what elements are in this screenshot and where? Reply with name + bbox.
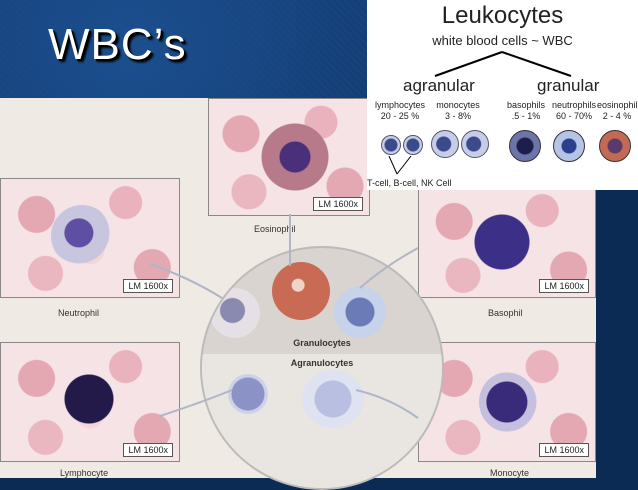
- agranular-label: agranular: [403, 76, 475, 95]
- classification-lines: [434, 51, 572, 77]
- basophils-label: basophils .5 - 1%: [503, 100, 549, 122]
- basophil-micrograph: LM 1600x: [418, 188, 596, 298]
- monocytes-label: monocytes 3 - 8%: [433, 100, 483, 122]
- neutrophils-pct: 60 - 70%: [555, 111, 593, 121]
- eosinophils-name: eosinophils: [597, 100, 638, 110]
- right-edge-bar: [596, 190, 638, 478]
- lymphocyte-mag-label: LM 1600x: [123, 443, 173, 457]
- lymphocyte-subtypes: T-cell, B-cell, NK Cell: [367, 178, 452, 188]
- monocyte-cell: [479, 371, 541, 433]
- lymphocyte-icon: [381, 135, 401, 155]
- monocyte-micrograph: LM 1600x: [418, 342, 596, 462]
- basophil-icon: [509, 130, 541, 162]
- monocyte-icon-2: [461, 130, 489, 158]
- arrow-neutrophil: [149, 263, 223, 299]
- neutrophils-label: neutrophils 60 - 70%: [549, 100, 599, 122]
- basophil-diagram-cell: [334, 286, 386, 338]
- monocyte-caption: Monocyte: [490, 468, 530, 478]
- neutrophil-micrograph: LM 1600x: [0, 178, 180, 298]
- lymphocyte-cell: [63, 373, 115, 425]
- monocyte-icon: [431, 130, 459, 158]
- basophil-caption: Basophil: [488, 308, 523, 318]
- neutrophil-caption: Neutrophil: [58, 308, 100, 318]
- leukocytes-subtitle: white blood cells ~ WBC: [432, 33, 573, 48]
- lymphocytes-pct: 20 - 25 %: [380, 111, 420, 121]
- agranulocytes-label: Agranulocytes: [290, 358, 354, 368]
- basophils-pct: .5 - 1%: [511, 111, 541, 121]
- cell-classification-circle: Granulocytes Agranulocytes: [200, 246, 444, 490]
- leukocytes-title: Leukocytes: [441, 2, 564, 29]
- neutrophil-cell: [51, 205, 113, 267]
- lymphocyte-micrograph: LM 1600x: [0, 342, 180, 462]
- arrow-lymphocyte: [159, 389, 233, 417]
- monocyte-diagram-cell: [302, 370, 364, 428]
- eosinophil-micrograph: LM 1600x: [208, 98, 370, 216]
- lymphocytes-name: lymphocytes: [374, 100, 426, 110]
- neutrophil-icon: [553, 130, 585, 162]
- lymphocyte-icon-2: [403, 135, 423, 155]
- eosinophil-caption: Eosinophil: [254, 224, 296, 234]
- granular-label: granular: [537, 76, 600, 95]
- arrows-overlay: [149, 214, 419, 419]
- eosinophil-icon: [599, 130, 631, 162]
- neutrophil-mag-label: LM 1600x: [123, 279, 173, 293]
- lymph-note-lines: [388, 156, 412, 175]
- lymphocytes-label: lymphocytes 20 - 25 %: [373, 100, 427, 122]
- neutrophils-name: neutrophils: [551, 100, 597, 110]
- leukocytes-chart: Leukocytes white blood cells ~ WBC agran…: [367, 0, 638, 190]
- basophil-mag-label: LM 1600x: [539, 279, 589, 293]
- eosinophils-pct: 2 - 4 %: [602, 111, 632, 121]
- lymphocyte-diagram-cell: [228, 374, 268, 414]
- arrow-monocyte: [355, 389, 419, 419]
- arrow-basophil: [359, 247, 419, 289]
- slide-title: WBC’s: [48, 20, 187, 69]
- monocytes-pct: 3 - 8%: [444, 111, 471, 121]
- eosinophil-diagram-cell: [272, 262, 330, 320]
- lymphocyte-caption: Lymphocyte: [60, 468, 109, 478]
- basophils-name: basophils: [506, 100, 546, 110]
- basophil-cell: [471, 211, 533, 273]
- eosinophil-mag-label: LM 1600x: [313, 197, 363, 211]
- eosinophils-label: eosinophils 2 - 4 %: [597, 100, 638, 122]
- granulocytes-label: Granulocytes: [293, 338, 351, 348]
- monocytes-name: monocytes: [436, 100, 480, 110]
- eosinophil-cell: [261, 123, 329, 191]
- monocyte-mag-label: LM 1600x: [539, 443, 589, 457]
